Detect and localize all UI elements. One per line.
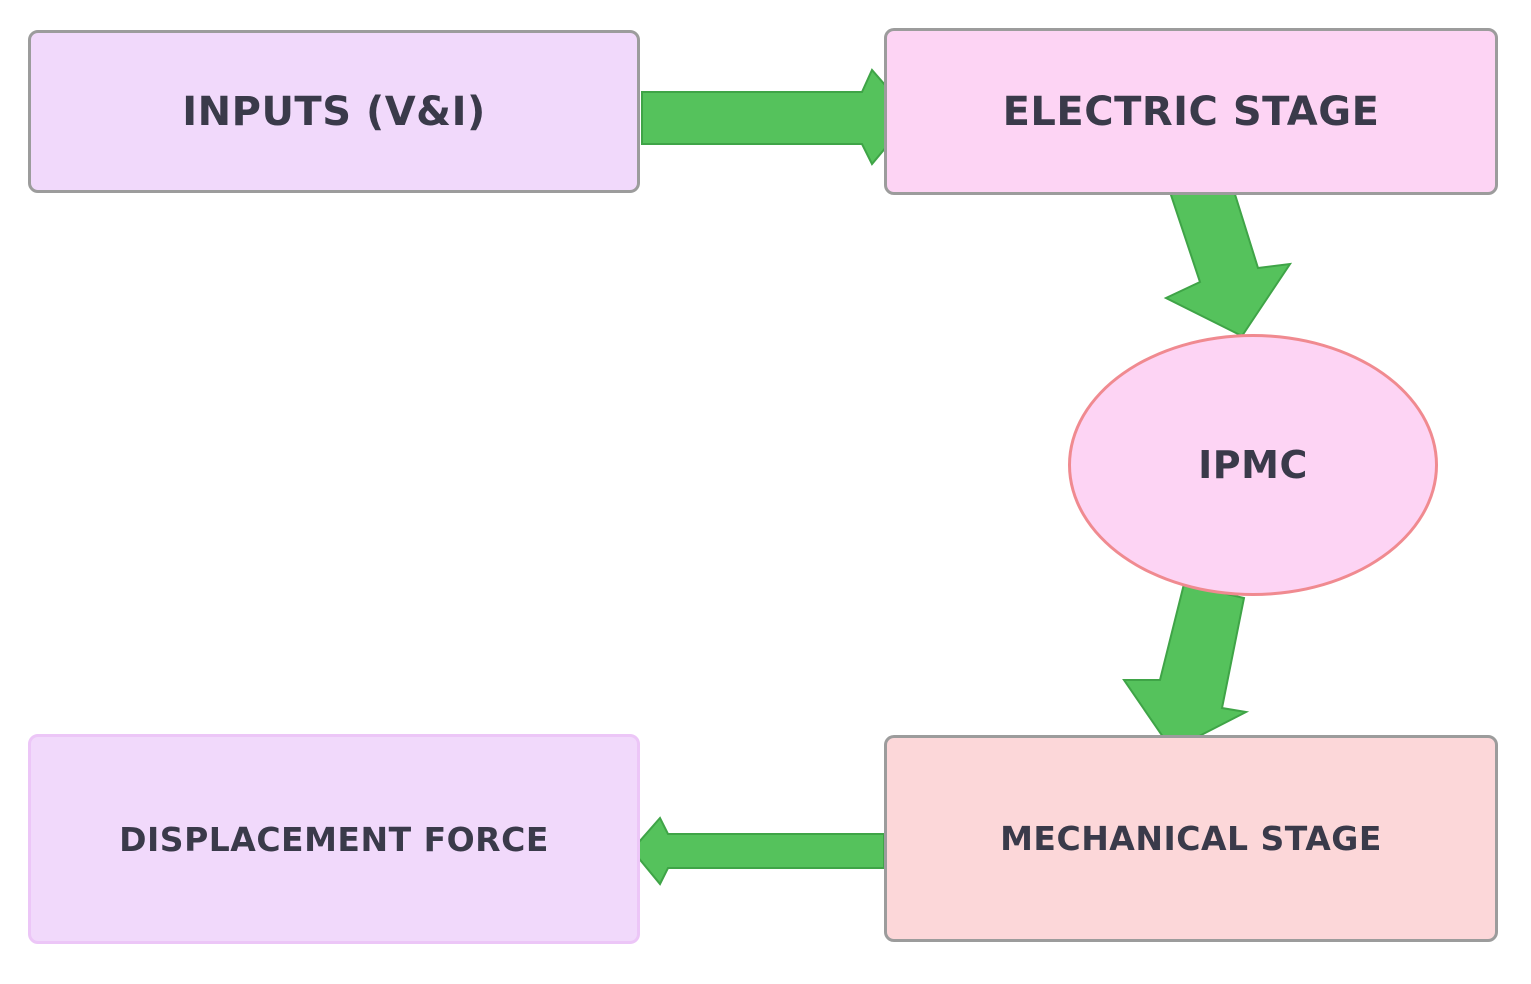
node-inputs-label: INPUTS (V&I) bbox=[182, 88, 486, 135]
arrow-ipmc-to-mechanical bbox=[1122, 582, 1250, 752]
node-electric-stage-label: ELECTRIC STAGE bbox=[1002, 88, 1380, 135]
node-mechanical-stage: MECHANICAL STAGE bbox=[884, 735, 1498, 942]
node-ipmc-label: IPMC bbox=[1198, 443, 1308, 487]
node-mechanical-stage-label: MECHANICAL STAGE bbox=[1000, 819, 1382, 858]
node-inputs: INPUTS (V&I) bbox=[28, 30, 640, 193]
node-electric-stage: ELECTRIC STAGE bbox=[884, 28, 1498, 195]
node-ipmc: IPMC bbox=[1068, 334, 1438, 596]
arrow-mechanical-to-displacement bbox=[630, 816, 885, 886]
arrow-inputs-to-electric bbox=[641, 68, 914, 166]
node-displacement-force: DISPLACEMENT FORCE bbox=[28, 734, 640, 944]
arrow-electric-to-ipmc bbox=[1163, 170, 1293, 338]
node-displacement-force-label: DISPLACEMENT FORCE bbox=[119, 819, 549, 859]
